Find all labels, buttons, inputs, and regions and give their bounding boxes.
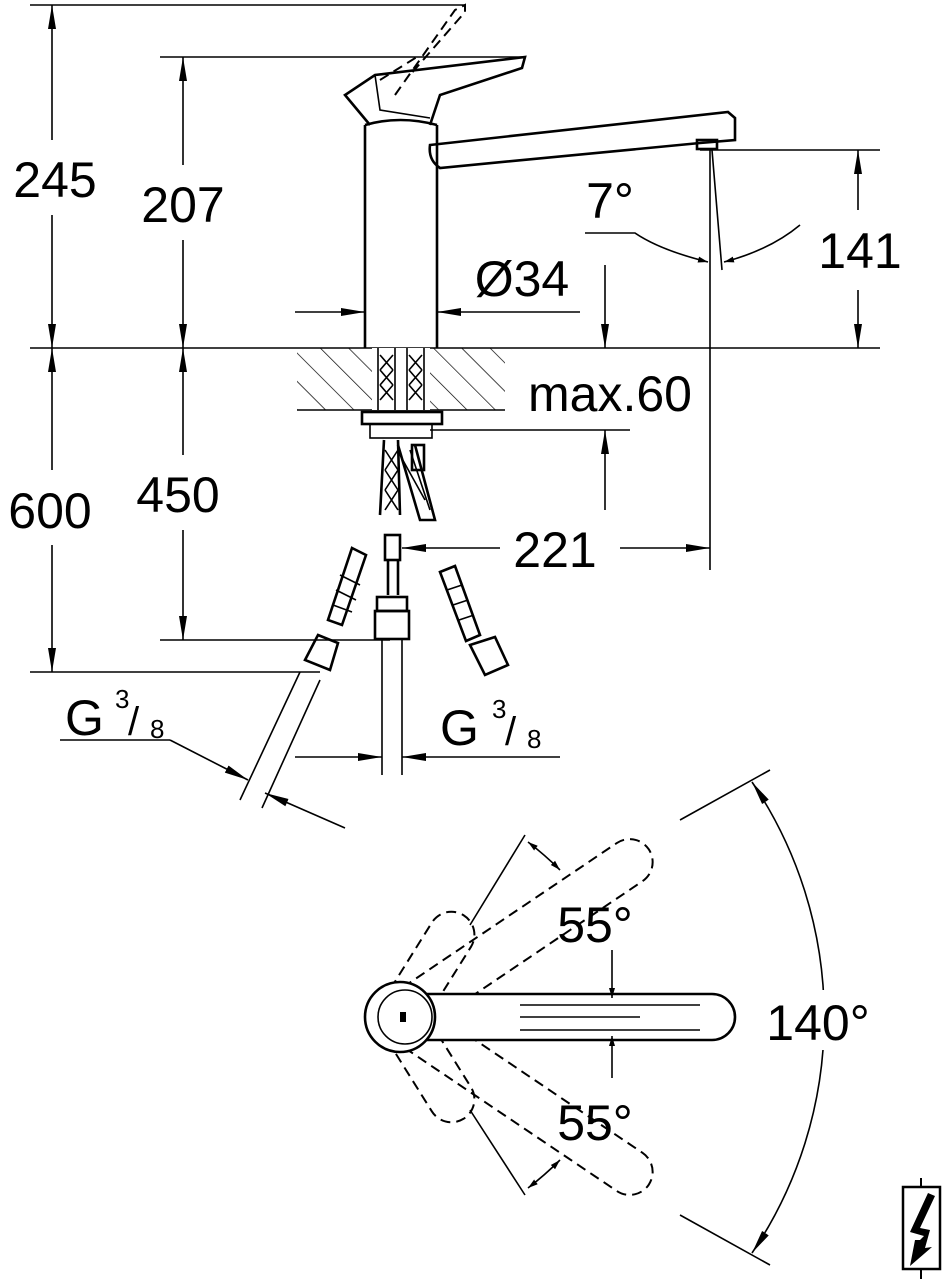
dim-total-height — [30, 4, 465, 348]
dim-lever-height — [160, 56, 525, 348]
dim-connection-left — [60, 739, 346, 829]
spout-reach-label: 221 — [513, 522, 596, 578]
svg-text:/: / — [128, 700, 140, 744]
svg-text:/: / — [505, 710, 517, 754]
svg-text:3: 3 — [492, 694, 506, 724]
dim-spout-angle — [585, 149, 801, 325]
supply-hoses — [239, 439, 510, 809]
electrical-hazard-icon — [901, 1178, 942, 1279]
dim-spout-reach — [402, 325, 711, 570]
countertop-section — [297, 348, 505, 439]
total-angle-label: 140° — [766, 995, 869, 1051]
connection-right-label: G 3 / 8 — [440, 694, 541, 756]
body-diameter-label: Ø34 — [475, 251, 570, 307]
svg-text:8: 8 — [527, 724, 541, 754]
spout-angle-label: 7° — [586, 173, 634, 229]
countertop-max-label: max.60 — [528, 366, 692, 422]
upper-angle-label: 55° — [557, 897, 633, 953]
dim-hose-total — [30, 348, 320, 673]
dim-spout-height — [700, 149, 880, 348]
connection-left-label: G 3 / 8 — [65, 684, 164, 746]
svg-text:3: 3 — [115, 684, 129, 714]
total-height-label: 245 — [13, 152, 96, 208]
lever-top-view — [363, 769, 826, 1266]
svg-text:8: 8 — [150, 714, 164, 744]
spout-height-label: 141 — [818, 223, 901, 279]
lower-angle-label: 55° — [557, 1095, 633, 1151]
dim-hose-length — [160, 348, 390, 641]
svg-text:G: G — [65, 690, 104, 746]
dim-body-diameter — [295, 290, 580, 345]
hose-total-label: 600 — [8, 483, 91, 539]
svg-text:G: G — [440, 700, 479, 756]
hose-length-label: 450 — [136, 467, 219, 523]
dim-countertop-max — [430, 265, 630, 510]
lever-height-label: 207 — [141, 177, 224, 233]
